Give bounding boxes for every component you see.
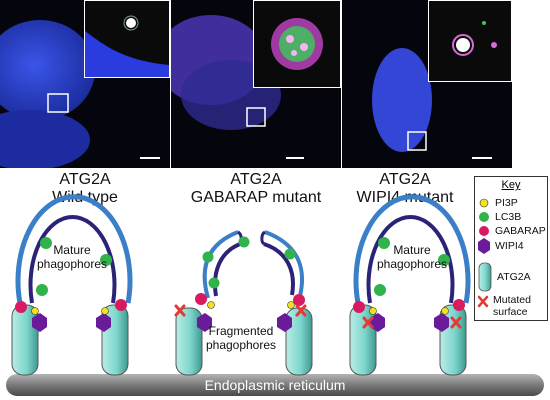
wipi4-hexagon [370, 313, 385, 332]
key-label-lc3b: LC3B [495, 211, 522, 223]
phagophore-inner [366, 215, 455, 304]
key-title: Key [501, 179, 521, 191]
key-label-mutated-surface: Mutated surface [493, 294, 531, 318]
teal-tube-icon [478, 262, 492, 292]
phagophore-fragment-outer [202, 230, 239, 299]
key-label-atg2a: ATG2A [497, 271, 531, 283]
zoom-inset-wild-type [84, 0, 170, 78]
atg2a-tube [439, 304, 467, 376]
mutated-surface-x [295, 304, 307, 317]
phagophore-inner [28, 215, 117, 304]
micrograph-gabarap-mutant [171, 0, 341, 168]
panel-label-wipi4-mutant: ATG2A WIPI4 mutant [330, 171, 480, 207]
atg2a-tube [11, 304, 39, 376]
lc3b-dot [40, 237, 52, 249]
green-circle-icon [479, 212, 489, 222]
scheme-gabarap-mutant [174, 230, 313, 376]
panel-label-wild-type: ATG2A Wild type [0, 171, 170, 207]
gabarap-dot [353, 301, 365, 313]
lc3b-dot [100, 254, 112, 266]
wipi4-hexagon [434, 313, 449, 332]
pi3p-dot [101, 307, 109, 315]
wipi4-hexagon [96, 313, 111, 332]
atg2a-tube [101, 304, 129, 376]
phagophore-fragment-inner [263, 242, 295, 296]
lc3b-dot [208, 277, 220, 289]
panel-title: ATG2A [379, 171, 431, 188]
er-label: Endoplasmic reticulum [205, 377, 346, 393]
panel-title: ATG2A [59, 171, 111, 188]
gabarap-dot [115, 299, 127, 311]
zoom-box [407, 131, 427, 151]
pi3p-dot [207, 301, 215, 309]
phagophore-fragment-outer [264, 230, 305, 297]
nucleus [0, 20, 95, 120]
phagophore-fragment-inner [213, 242, 241, 297]
atg2a-tube [349, 304, 377, 376]
zoom-inset-wipi4-mutant [428, 0, 512, 82]
nucleus [372, 48, 432, 152]
atg2a-tube [175, 307, 203, 376]
micrograph-wild-type [0, 0, 170, 168]
lc3b-dot [374, 284, 386, 296]
panel-label-gabarap-mutant: ATG2A GABARAP mutant [171, 171, 341, 207]
pi3p-dot [369, 307, 377, 315]
lc3b-dot [202, 251, 214, 263]
scheme-wild-type [11, 194, 133, 376]
zoom-box [47, 93, 69, 113]
lc3b-dot [438, 254, 450, 266]
micrograph-wipi4-mutant-image [372, 48, 492, 159]
gabarap-dot [195, 293, 207, 305]
lc3b-dot [378, 237, 390, 249]
mutated-surface-x [174, 304, 186, 317]
key-label-gabarap: GABARAP [495, 225, 546, 237]
mutated-surface-x [450, 316, 462, 329]
pi3p-dot [31, 307, 39, 315]
phagophore-outer [353, 194, 471, 304]
micrograph-wild-type-image [0, 20, 160, 168]
magenta-circle-icon [479, 226, 489, 236]
panel-title: ATG2A [230, 171, 282, 188]
lc3b-dot [238, 236, 250, 248]
wipi4-hexagon [277, 313, 292, 332]
er-membrane [6, 374, 544, 396]
pi3p-dot [441, 307, 449, 315]
pi3p-dot [287, 301, 295, 309]
micrograph-wipi4-mutant [342, 0, 512, 168]
red-x-icon [477, 295, 489, 308]
key-legend: Key PI3P LC3B GABARAP WIPI4 ATG2A Mutate… [474, 176, 548, 321]
gabarap-dot [293, 294, 305, 306]
purple-hexagon-icon [478, 238, 490, 254]
key-icons [477, 198, 492, 308]
gabarap-dot [453, 299, 465, 311]
gabarap-dot [15, 301, 27, 313]
key-label-pi3p: PI3P [495, 197, 518, 209]
yellow-circle-icon [479, 198, 489, 208]
panel-subtitle: GABARAP mutant [190, 189, 322, 206]
panel-subtitle: WIPI4 mutant [356, 189, 454, 206]
zoom-inset-gabarap-mutant [253, 0, 341, 88]
wipi4-hexagon [197, 313, 212, 332]
mutated-surface-x [362, 316, 374, 329]
panel-subtitle: Wild type [52, 189, 118, 206]
lc3b-dot [36, 284, 48, 296]
scheme-wipi4-mutant [349, 194, 471, 376]
lc3b-dot [284, 248, 296, 260]
zoom-box [246, 107, 266, 127]
atg2a-tube [285, 307, 313, 376]
wipi4-hexagon [32, 313, 47, 332]
phagophore-outer [15, 194, 133, 304]
nucleus [0, 110, 90, 168]
key-label-wipi4: WIPI4 [495, 240, 524, 252]
